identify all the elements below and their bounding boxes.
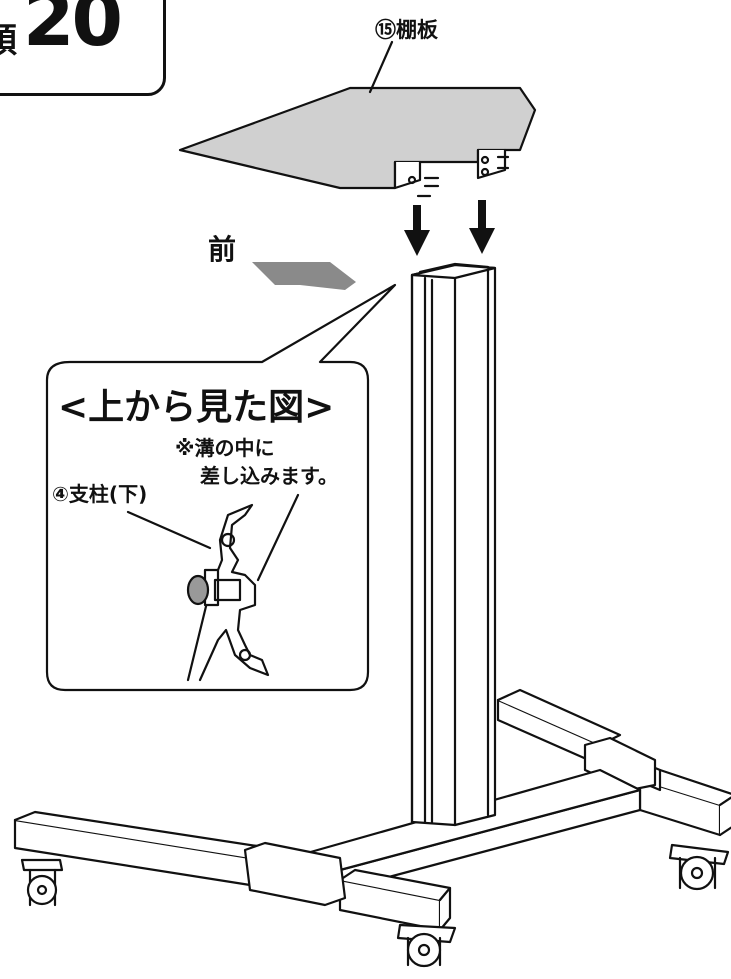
shelf-label: ⑮棚板	[375, 18, 438, 42]
step-indicator: 順 20	[0, 0, 166, 96]
insert-arrows	[404, 200, 495, 256]
shelf-leader-line	[368, 40, 394, 94]
step-prefix: 順	[0, 13, 17, 62]
front-direction-arrow	[252, 262, 356, 290]
shelf-board	[178, 86, 537, 198]
caster-left	[20, 858, 64, 907]
lower-post-label: ④支柱(下)	[52, 482, 148, 506]
base-left-foot	[13, 810, 452, 932]
top-view-callout	[45, 283, 397, 692]
groove-detail	[126, 493, 300, 682]
lower-post	[410, 262, 497, 827]
step-number: 20	[23, 0, 123, 63]
groove-note-line2: 差し込みます。	[200, 464, 338, 488]
caster-front	[396, 923, 457, 968]
front-label: 前	[208, 233, 237, 266]
groove-note-line1: ※溝の中に	[175, 436, 275, 460]
caster-right	[668, 843, 730, 891]
top-view-title: <上から見た図>	[58, 387, 335, 428]
